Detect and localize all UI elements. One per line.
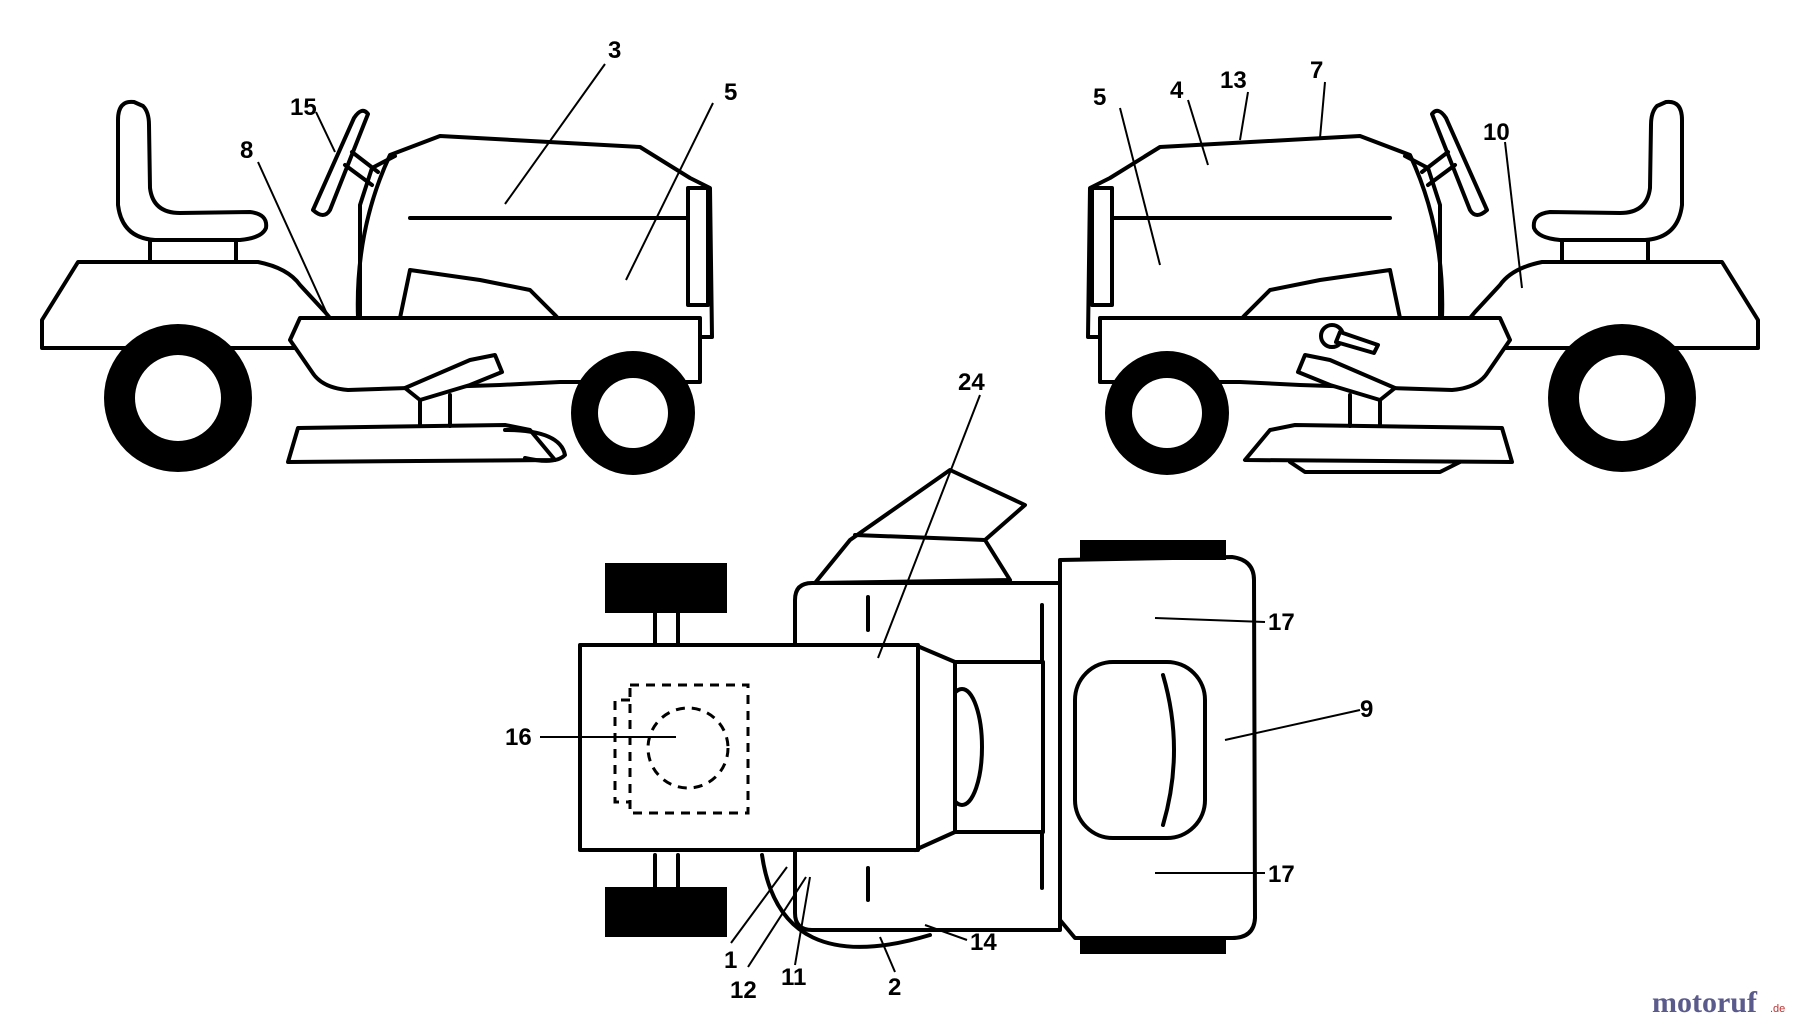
deck-chute bbox=[503, 428, 567, 463]
callout-label: 16 bbox=[505, 724, 532, 751]
steering-wheel bbox=[1430, 108, 1489, 217]
rear-wheel-hub bbox=[135, 355, 221, 441]
hood-taper bbox=[913, 643, 957, 852]
rear-wheel-hub bbox=[1579, 355, 1665, 441]
watermark-text: motoruf bbox=[1652, 986, 1758, 1019]
lever bbox=[1334, 330, 1380, 355]
callout-label: 17 bbox=[1268, 609, 1295, 636]
callout-label: 5 bbox=[724, 79, 737, 106]
steering-shaft bbox=[1420, 150, 1457, 187]
tractor-top-view bbox=[578, 468, 1257, 954]
callout-label: 11 bbox=[781, 964, 806, 991]
front-tire-top bbox=[605, 563, 727, 613]
steering-column bbox=[1403, 154, 1442, 320]
front-tire-bottom bbox=[605, 887, 727, 937]
engine-outline bbox=[628, 683, 750, 815]
seat bbox=[116, 99, 269, 242]
callout-label: 3 bbox=[608, 37, 621, 64]
callout-label: 1 bbox=[724, 947, 737, 974]
engine-hood bbox=[355, 134, 714, 339]
callout-label: 7 bbox=[1310, 57, 1323, 84]
callout-label: 14 bbox=[970, 929, 997, 956]
deck-hanger bbox=[1348, 393, 1382, 428]
chute-line bbox=[853, 533, 987, 542]
engine-outline-side bbox=[613, 698, 630, 804]
callout-label: 17 bbox=[1268, 861, 1295, 888]
tractor-side-view-left bbox=[40, 99, 714, 475]
callout-label: 2 bbox=[888, 974, 901, 1001]
steering-shaft bbox=[343, 150, 380, 187]
deck-curve bbox=[760, 853, 932, 949]
hood-grille bbox=[1090, 186, 1114, 307]
seat-support bbox=[148, 238, 238, 264]
engine-hood bbox=[1086, 134, 1445, 339]
callout-label: 4 bbox=[1170, 77, 1184, 104]
mower-deck bbox=[286, 423, 557, 464]
callout-label: 13 bbox=[1220, 67, 1247, 94]
steering-base bbox=[953, 660, 1045, 834]
seat bbox=[1531, 99, 1684, 242]
watermark-suffix: .de bbox=[1770, 1003, 1785, 1015]
hood-grille bbox=[686, 186, 710, 307]
mower-deck bbox=[1243, 423, 1514, 464]
discharge-chute bbox=[813, 468, 1027, 585]
callout-label: 8 bbox=[240, 137, 253, 164]
seat-back-curve bbox=[1161, 673, 1176, 827]
front-axle-top bbox=[653, 611, 680, 647]
front-wheel-hub bbox=[1132, 378, 1202, 448]
leader-lines bbox=[257, 63, 1523, 973]
watermark: motoruf .de bbox=[1652, 986, 1785, 1019]
callout-label: 15 bbox=[290, 94, 317, 121]
tractor-side-view-right bbox=[1086, 99, 1760, 475]
front-wheel-hub bbox=[598, 378, 668, 448]
rear-tire-top bbox=[1080, 540, 1226, 560]
callout-labels: 3 5 15 8 5 4 13 7 10 24 16 9 17 17 14 1 … bbox=[240, 37, 1510, 1004]
steering-wheel bbox=[311, 108, 370, 217]
callout-label: 10 bbox=[1483, 119, 1510, 146]
callout-label: 5 bbox=[1093, 84, 1106, 111]
deck-plate bbox=[1288, 460, 1462, 474]
deck-hanger bbox=[418, 393, 452, 428]
callout-label: 12 bbox=[730, 977, 757, 1004]
steering-column bbox=[358, 154, 397, 320]
seat-support bbox=[1560, 238, 1650, 264]
callout-label: 24 bbox=[958, 369, 985, 396]
callout-label: 9 bbox=[1360, 696, 1373, 723]
engine-circle bbox=[646, 706, 730, 790]
seat-top bbox=[1073, 660, 1207, 840]
rear-tire-bottom bbox=[1080, 938, 1226, 954]
front-axle-bottom bbox=[653, 853, 680, 889]
